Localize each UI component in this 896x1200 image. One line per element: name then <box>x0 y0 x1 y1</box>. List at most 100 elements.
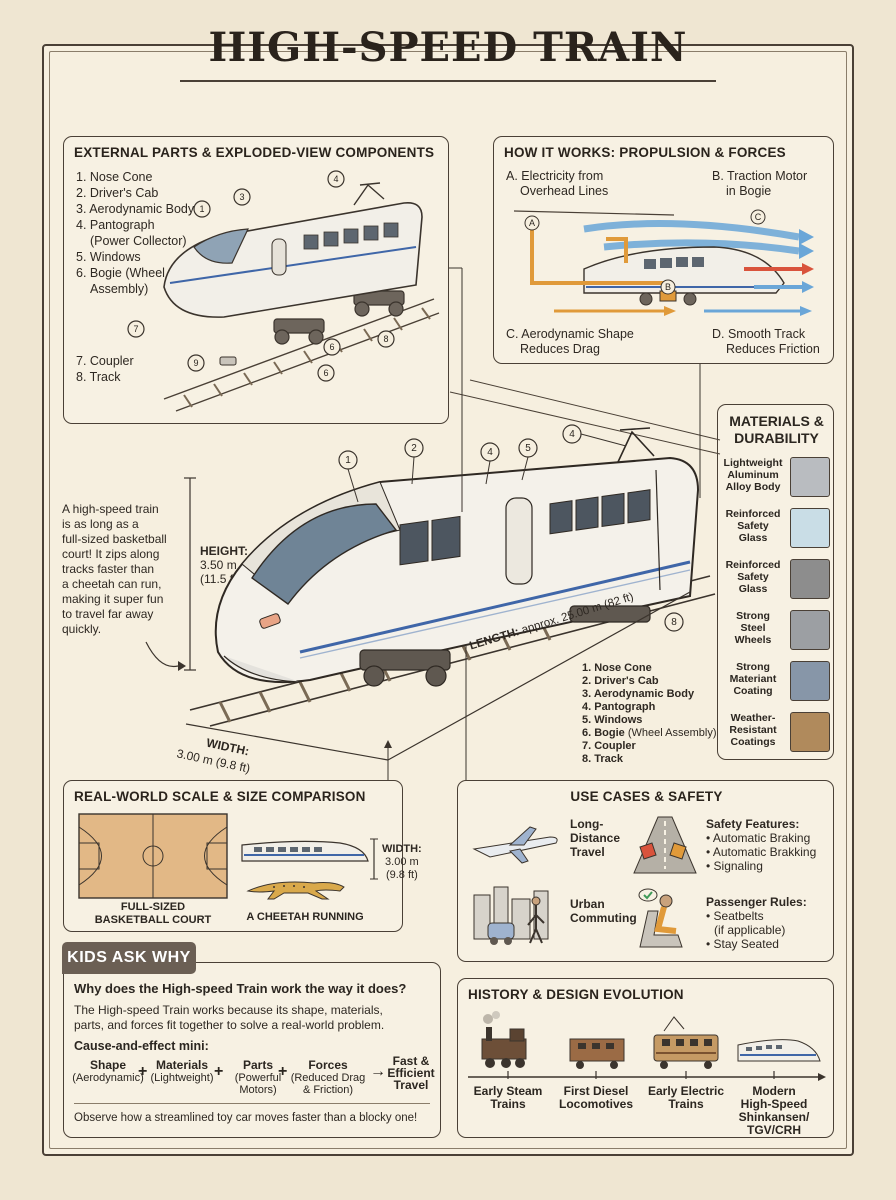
external-item: 4. Pantograph <box>76 218 155 232</box>
airplane-icon <box>472 826 558 864</box>
fact-line: to travel far away <box>62 607 154 621</box>
plus-sign: + <box>214 1063 224 1080</box>
material-label-line: Coating <box>733 685 773 697</box>
cause-item-sub: & Friction) <box>302 1084 354 1096</box>
material-label-line: Safety <box>737 520 769 532</box>
urban-label: Urban Commuting <box>570 897 637 925</box>
how-c-line: Reduces Drag <box>520 342 600 356</box>
material-label-line: Steel <box>740 622 766 634</box>
electric-train-icon <box>653 1016 719 1069</box>
material-label-line: Wheels <box>734 634 772 646</box>
court-caption-line: FULL-SIZED <box>120 901 186 913</box>
cause-item: Shape(Aerodynamic) <box>72 1059 144 1084</box>
train-fact: A high-speed train is as long as a full-… <box>62 502 202 637</box>
kids-question: Why does the High-speed Train work the w… <box>74 981 407 996</box>
safety-features: Safety Features: • Automatic Braking • A… <box>706 817 816 873</box>
history-stage-line: High-Speed <box>740 1097 808 1111</box>
rule-item: (if applicable) <box>714 923 786 937</box>
use-cases-panel: USE CASES & SAFETY Long- Distance Travel… <box>457 780 834 962</box>
passenger-seat-icon <box>638 888 683 948</box>
cause-item: Forces(Reduced Drag& Friction) <box>286 1059 370 1096</box>
svg-text:B: B <box>665 282 671 292</box>
history-panel: HISTORY & DESIGN EVOLUTION <box>457 978 834 1138</box>
safety-item: • Automatic Brakking <box>706 845 817 859</box>
scale-width-label: WIDTH: <box>382 843 422 855</box>
material-label-line: Alloy Body <box>725 481 781 493</box>
height-value: 3.50 m <box>200 558 237 572</box>
external-parts-list: 1. Nose Cone 2. Driver's Cab 3. Aerodyna… <box>76 169 194 297</box>
legend-item: 3. Aerodynamic Body <box>582 688 695 700</box>
svg-text:4: 4 <box>569 429 575 440</box>
svg-text:6: 6 <box>323 368 328 378</box>
basketball-court-icon <box>78 813 228 899</box>
exploded-train-illustration: 134 768 69 <box>127 170 440 412</box>
material-swatch <box>790 559 830 599</box>
materials-heading: MATERIALS & DURABILITY <box>718 413 835 447</box>
passenger-rules: Passenger Rules: • Seatbelts (if applica… <box>706 895 807 951</box>
fact-line: making it super fun <box>62 592 164 606</box>
fact-line: full-sized basketball <box>62 532 167 546</box>
legend-item: 7. Coupler <box>582 740 636 752</box>
history-timeline <box>468 1011 826 1081</box>
cheetah-caption: A CHEETAH RUNNING <box>246 911 364 923</box>
long-distance-line: Distance <box>570 831 621 845</box>
legend-item-label: 6. Bogie <box>582 727 625 739</box>
material-label-line: Aluminum <box>727 469 779 481</box>
how-c-line: C. Aerodynamic Shape <box>506 327 634 341</box>
external-item: (Power Collector) <box>90 234 187 248</box>
material-label-line: Strong <box>736 661 770 673</box>
how-c-label: C. Aerodynamic Shape Reduces Drag <box>506 327 634 357</box>
external-item: 3. Aerodynamic Body <box>76 202 195 216</box>
long-distance-line: Long- <box>570 817 604 831</box>
long-distance-line: Travel <box>570 845 605 859</box>
urban-line: Urban <box>570 897 605 911</box>
cause-item-label: Forces <box>308 1058 348 1072</box>
urban-line: Commuting <box>570 911 637 925</box>
safety-item: • Automatic Braking <box>706 831 811 845</box>
svg-text:4: 4 <box>333 174 338 184</box>
cheetah-icon <box>246 881 345 900</box>
safety-item: • Signaling <box>706 859 763 873</box>
material-label-line: Reinforced <box>725 559 781 571</box>
cause-item-sub: (Lightweight) <box>150 1072 214 1084</box>
diesel-train-icon <box>569 1038 625 1069</box>
fact-line: tracks faster than <box>62 562 155 576</box>
fact-line: quickly. <box>62 622 102 636</box>
rule-item: • Stay Seated <box>706 937 779 951</box>
cause-item-label: Materials <box>155 1058 209 1072</box>
history-stage-line: Locomotives <box>558 1097 633 1111</box>
svg-text:9: 9 <box>193 358 198 368</box>
svg-text:5: 5 <box>525 443 531 454</box>
cause-item-label: Shape <box>89 1058 126 1072</box>
legend-item: 1. Nose Cone <box>582 662 652 674</box>
scale-width: WIDTH: 3.00 m (9.8 ft) <box>382 843 422 882</box>
legend-item: 2. Driver's Cab <box>582 675 659 687</box>
svg-text:1: 1 <box>199 204 204 214</box>
cause-item-sub: (Reduced Drag <box>290 1072 366 1084</box>
use-cases-heading: USE CASES & SAFETY <box>570 789 723 804</box>
history-stage-line: TGV/CRH <box>747 1123 801 1137</box>
material-label-line: Lightweight <box>723 457 783 469</box>
history-stage-line: First Diesel <box>563 1084 629 1098</box>
svg-text:7: 7 <box>133 324 138 334</box>
svg-text:3: 3 <box>239 192 244 202</box>
effect-result-line: Fast & <box>392 1054 430 1068</box>
material-swatch <box>790 661 830 701</box>
svg-text:4: 4 <box>487 447 493 458</box>
history-stage-line: Early Electric <box>647 1084 725 1098</box>
fact-line: is as long as a <box>62 517 139 531</box>
how-b-label: B. Traction Motor in Bogie <box>712 169 807 199</box>
external-item: 8. Track <box>76 370 121 384</box>
kids-answer-line: parts, and forces fit together to solve … <box>74 1018 385 1032</box>
svg-text:6: 6 <box>329 342 334 352</box>
kids-panel: Why does the High-speed Train work the w… <box>63 962 441 1138</box>
legend-item: 5. Windows <box>582 714 643 726</box>
